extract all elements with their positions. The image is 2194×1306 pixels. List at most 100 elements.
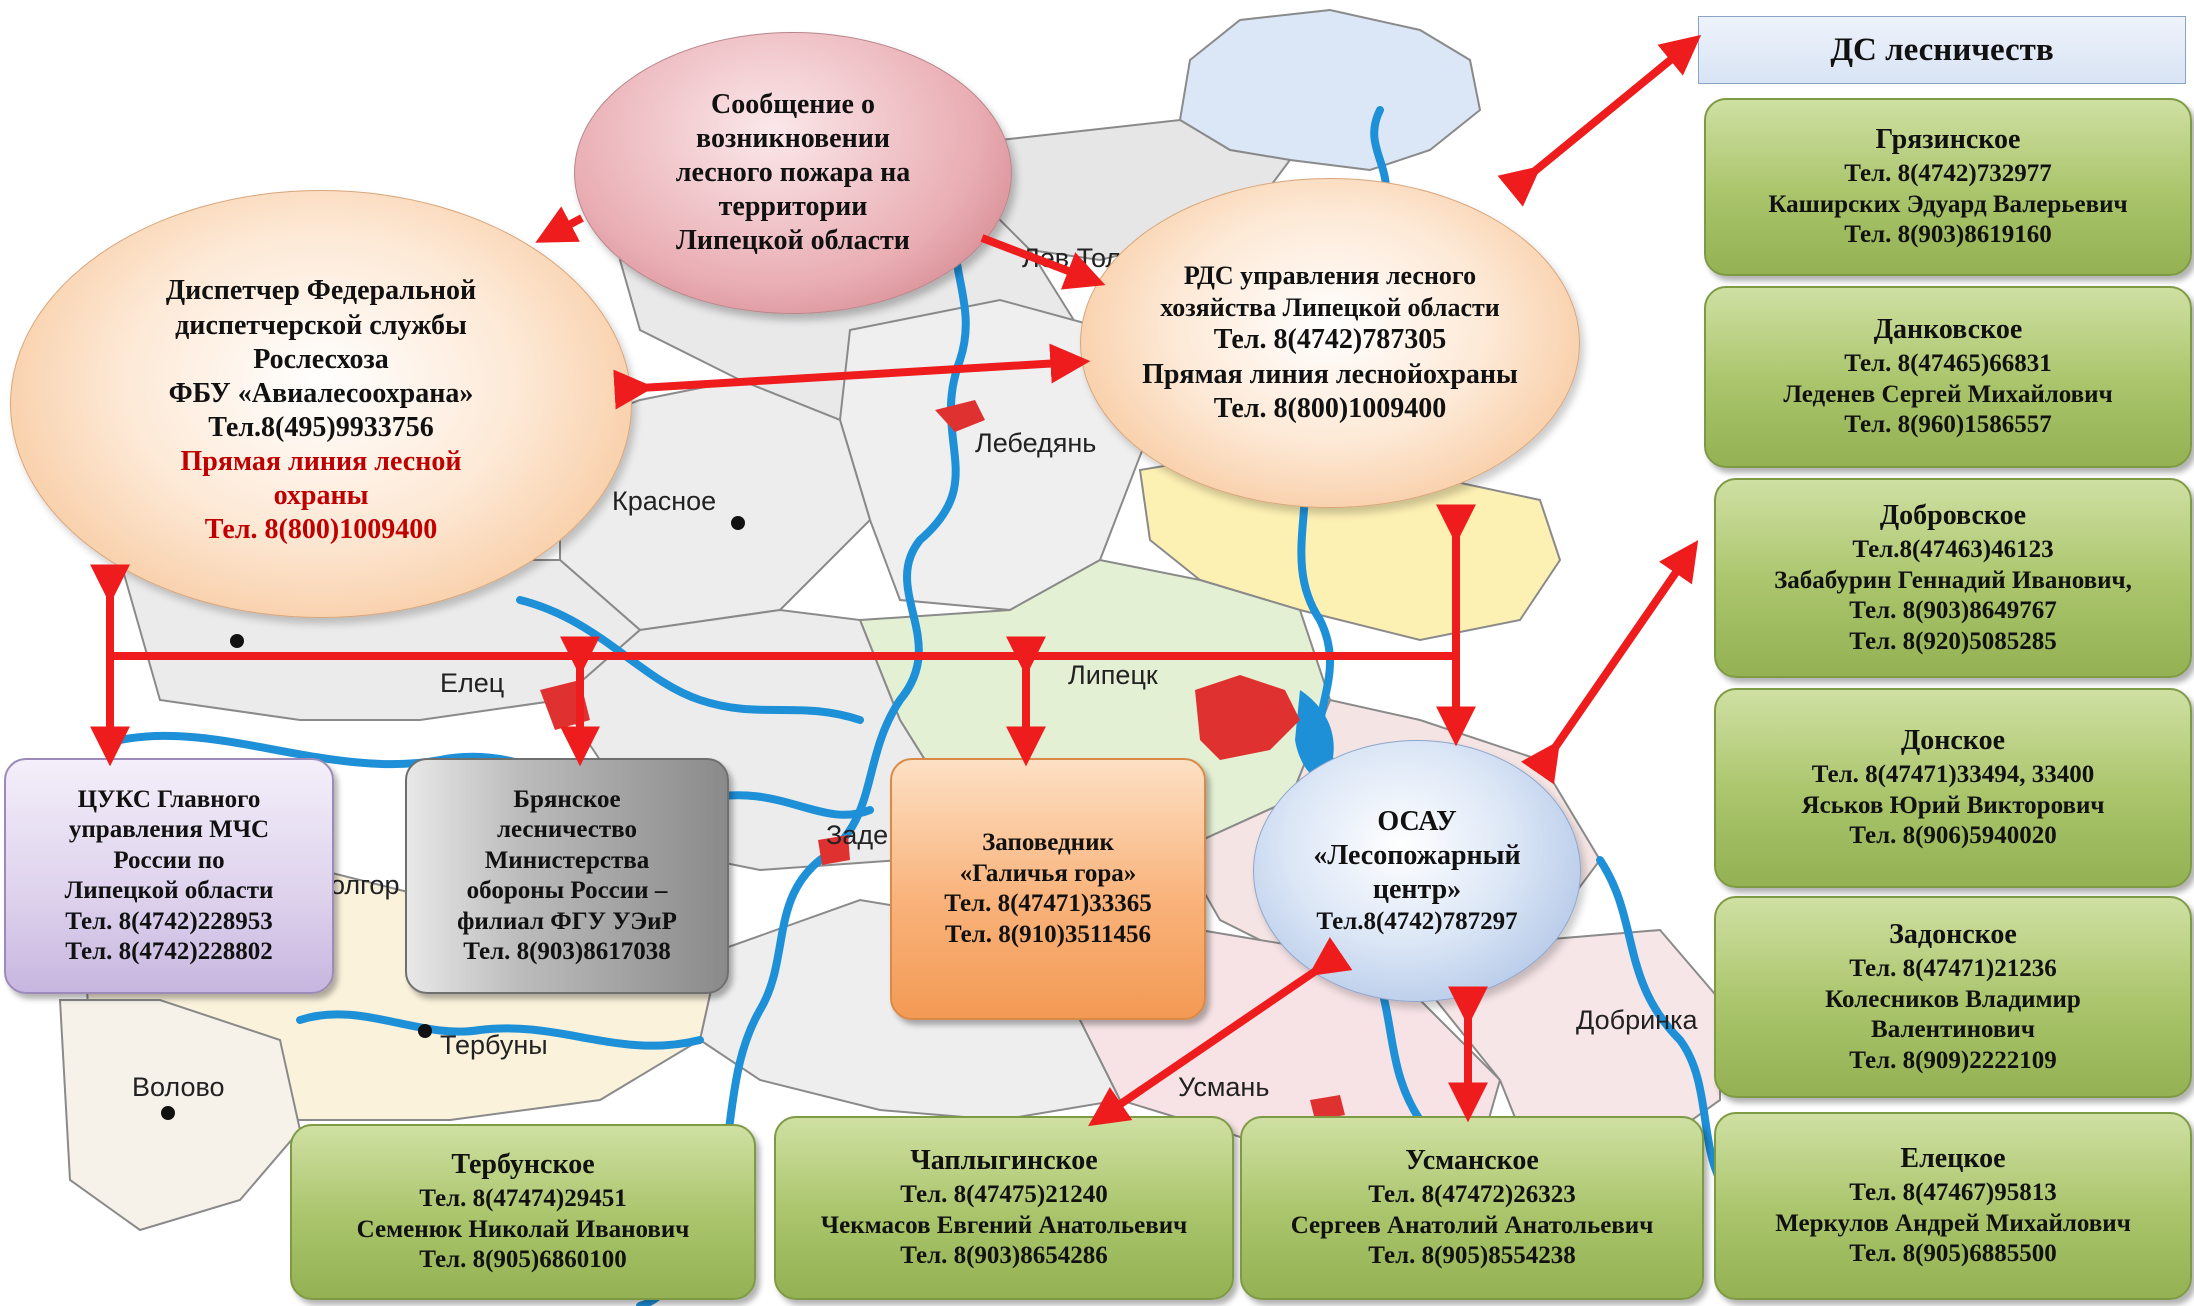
town-label-elets: Елец: [440, 668, 505, 698]
river-tributary-east: [1596, 856, 1724, 1184]
forestry-line: Леденев Сергей Михайлович: [1783, 380, 2113, 408]
forestry-box: Усманское Тел. 8(47472)26323 Сергеев Ана…: [1240, 1116, 1704, 1300]
reserve-node: Заповедник «Галичья гора» Тел. 8(47471)3…: [890, 758, 1206, 1020]
forestry-line: Тел. 8(905)6885500: [1849, 1240, 2057, 1268]
forestry-box: Елецкое Тел. 8(47467)95813 Меркулов Андр…: [1714, 1112, 2192, 1300]
federal-line-3: Рослесхоза: [253, 343, 389, 375]
town-label-krasnoe: Красное: [612, 486, 717, 516]
fire-report-line-3: лесного пожара на: [675, 156, 911, 188]
forestry-box: Тербунское Тел. 8(47474)29451 Семенюк Ни…: [290, 1124, 756, 1300]
bryansk-line-3: Министерства: [484, 846, 650, 874]
forestry-line: Яськов Юрий Викторович: [1801, 791, 2105, 819]
bryansk-line-1: Брянское: [513, 785, 621, 813]
town-label-dolgorukovo: олгор: [330, 870, 400, 900]
town-dot-krasnoe: [731, 516, 745, 530]
forestry-line: Каширских Эдуард Валерьевич: [1768, 190, 2128, 218]
forestry-box: Добровское Тел.8(47463)46123 Забабурин Г…: [1714, 478, 2192, 678]
fire-report-line-5: Липецкой области: [676, 225, 910, 257]
forestry-box: Донское Тел. 8(47471)33494, 33400 Яськов…: [1714, 688, 2192, 888]
fire-report-node: Сообщение о возникновении лесного пожара…: [574, 32, 1012, 314]
reserve-line-3: Тел. 8(47471)33365: [944, 890, 1152, 917]
fire-report-line-4: территории: [718, 191, 868, 223]
forestry-line: Тел. 8(47472)26323: [1368, 1181, 1576, 1209]
town-label-volovo: Волово: [132, 1072, 225, 1102]
rds-line-1: РДС управления лесного: [1183, 261, 1477, 291]
osau-node: ОСАУ «Лесопожарный центр» Тел.8(4742)787…: [1253, 740, 1581, 1002]
forestry-line: Колесников Владимир: [1825, 985, 2081, 1013]
forestry-name: Чаплыгинское: [910, 1145, 1098, 1177]
forestry-name: Тербунское: [451, 1149, 595, 1181]
osau-line-1: ОСАУ: [1377, 805, 1457, 837]
cuks-line-1: ЦУКС Главного: [77, 785, 261, 813]
town-label-lebedyan: Лебедянь: [975, 428, 1097, 458]
forestry-name: Усманское: [1405, 1145, 1539, 1177]
forestry-name: Грязинское: [1875, 124, 2021, 156]
osau-line-2: «Лесопожарный: [1313, 839, 1521, 871]
federal-hotline-2: охраны: [273, 480, 369, 512]
town-label-terbuny: Тербуны: [440, 1030, 548, 1060]
bryansk-line-6: Тел. 8(903)8617038: [463, 938, 671, 965]
forestry-line: Тел. 8(4742)732977: [1844, 160, 2052, 188]
bryansk-line-4: обороны России –: [466, 877, 668, 904]
rds-line-4: Прямая линия леснойохраны: [1142, 358, 1518, 390]
rds-line-5: Тел. 8(800)1009400: [1213, 392, 1447, 424]
forestry-line: Тел.8(47463)46123: [1852, 536, 2054, 564]
forestry-box: Задонское Тел. 8(47471)21236 Колесников …: [1714, 896, 2192, 1098]
cuks-line-4: Липецкой области: [64, 877, 274, 904]
forestry-line: Тел. 8(920)5085285: [1849, 627, 2057, 655]
forestry-line: Тел. 8(960)1586557: [1844, 411, 2052, 439]
federal-dispatcher-node: Диспетчер Федеральной диспетчерской служ…: [10, 190, 632, 618]
rds-line-3: Тел. 8(4742)787305: [1213, 324, 1447, 356]
forestry-line: Тел. 8(47471)21236: [1849, 955, 2057, 983]
cuks-node: ЦУКС Главного управления МЧС России по Л…: [4, 758, 334, 994]
forestry-line: Тел. 8(903)8654286: [900, 1242, 1108, 1270]
forestry-box: Чаплыгинское Тел. 8(47475)21240 Чекмасов…: [774, 1116, 1234, 1300]
reserve-line-1: Заповедник: [982, 829, 1114, 856]
federal-line-1: Диспетчер Федеральной: [165, 275, 477, 307]
fire-report-line-2: возникновении: [696, 122, 890, 154]
osau-line-4: Тел.8(4742)787297: [1316, 907, 1518, 935]
rds-node: РДС управления лесного хозяйства Липецко…: [1080, 178, 1580, 508]
ds-forestries-header: ДС лесничеств: [1698, 16, 2186, 84]
town-dot-west: [230, 634, 244, 648]
town-label-dobrinka: Добринка: [1576, 1005, 1698, 1035]
cuks-line-5: Тел. 8(4742)228953: [65, 907, 273, 935]
forestry-line: Тел. 8(903)8649767: [1849, 597, 2057, 625]
cuks-line-2: управления МЧС: [68, 816, 270, 843]
federal-line-2: диспетчерской службы: [175, 309, 467, 341]
ds-forestries-title: ДС лесничеств: [1830, 31, 2054, 68]
forestry-name: Добровское: [1879, 499, 2027, 531]
forestry-line: Сергеев Анатолий Анатольевич: [1290, 1211, 1654, 1239]
forestry-line: Тел. 8(47471)33494, 33400: [1811, 761, 2095, 789]
reserve-line-2: «Галичья гора»: [959, 859, 1137, 887]
forestry-box: Данковское Тел. 8(47465)66831 Леденев Се…: [1704, 286, 2192, 468]
cuks-line-3: России по: [113, 846, 225, 874]
forestry-line: Тел. 8(909)2222109: [1849, 1046, 2057, 1074]
forestry-name: Донское: [1900, 725, 2005, 757]
forestry-line: Тел. 8(906)5940020: [1849, 822, 2057, 850]
bryansk-forestry-node: Брянское лесничество Министерства оборон…: [405, 758, 729, 994]
forestry-line: Меркулов Андрей Михайлович: [1775, 1209, 2131, 1237]
forestry-line: Валентинович: [1871, 1016, 2035, 1044]
federal-hotline-1: Прямая линия лесной: [180, 446, 462, 478]
town-label-usman: Усмань: [1178, 1072, 1270, 1102]
reserve-line-4: Тел. 8(910)3511456: [944, 920, 1152, 948]
town-dot-terbuny: [418, 1024, 432, 1038]
forestry-line: Забабурин Геннадий Иванович,: [1774, 566, 2132, 594]
forestry-line: Тел. 8(47465)66831: [1844, 350, 2052, 378]
federal-hotline-3: Тел. 8(800)1009400: [204, 514, 438, 546]
forestry-line: Тел. 8(903)8619160: [1844, 221, 2052, 249]
forestry-line: Тел. 8(905)6860100: [419, 1246, 627, 1274]
city-zadonsk: [818, 835, 850, 865]
forestry-name: Задонское: [1889, 918, 2017, 950]
reservoir: [1295, 690, 1334, 779]
forestry-line: Чекмасов Евгений Анатольевич: [820, 1211, 1188, 1239]
bryansk-line-5: филиал ФГУ УЭиР: [457, 907, 677, 935]
town-label-zadonsk: Заде: [826, 820, 889, 850]
forestry-name: Елецкое: [1900, 1143, 2006, 1175]
forestry-name: Данковское: [1873, 314, 2023, 346]
forestry-line: Семенюк Николай Иванович: [356, 1215, 690, 1243]
fire-report-line-1: Сообщение о: [711, 88, 875, 120]
river-tributary-south: [296, 1010, 704, 1050]
bryansk-line-2: лесничество: [496, 816, 638, 843]
